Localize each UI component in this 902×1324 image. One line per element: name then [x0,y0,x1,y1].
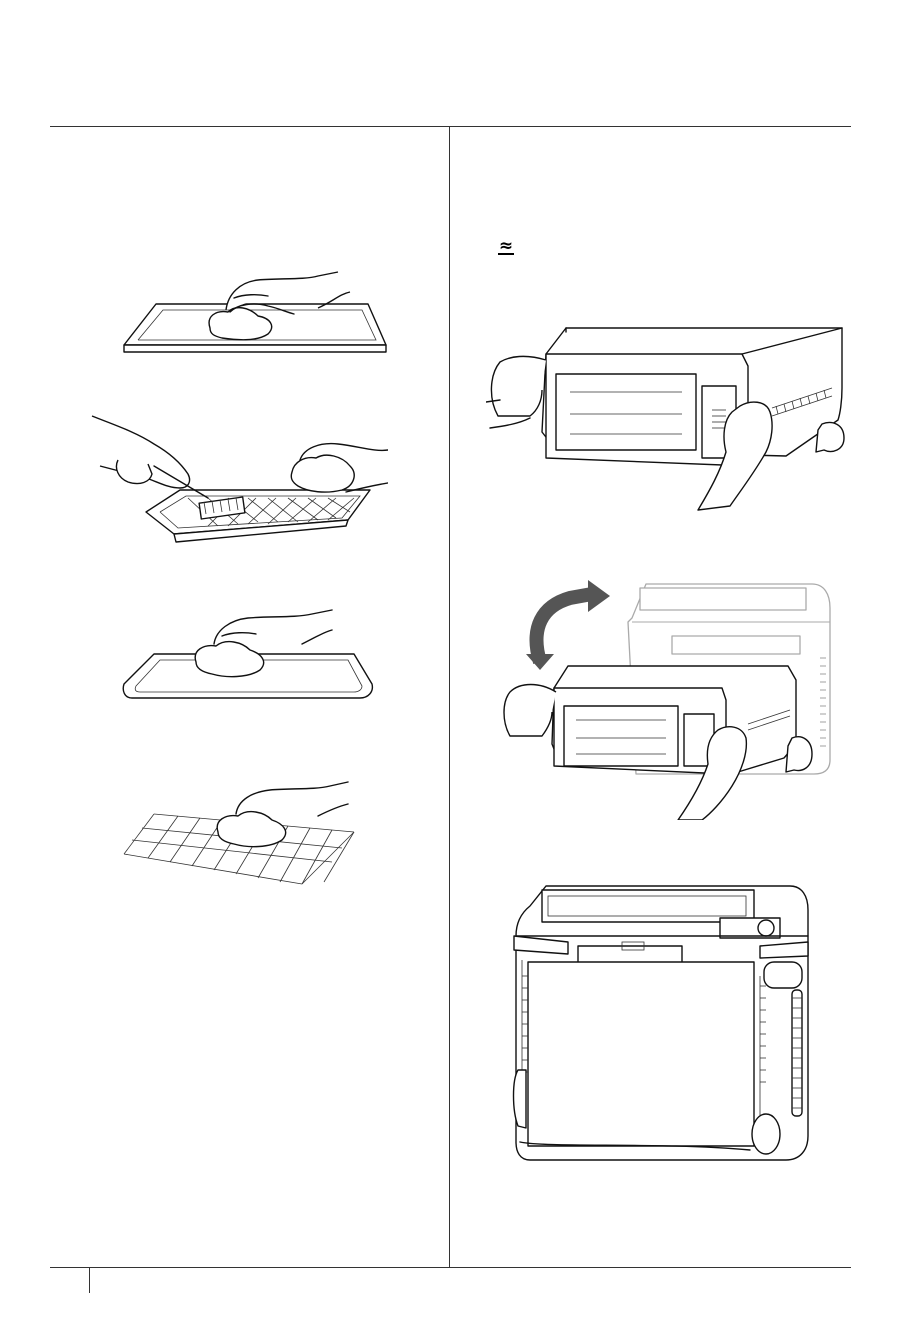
baking-pan-wiping-illustration [118,602,378,722]
oven-lifting-illustration [486,320,856,520]
sheet-pan-wiping-illustration [118,268,388,383]
column-divider [449,127,450,1268]
bottom-divider [50,1267,851,1268]
oven-stored-upright-illustration [510,880,810,1164]
top-divider [50,126,851,127]
wire-rack-wiping-illustration [118,778,368,888]
page-number-marker [89,1268,90,1293]
oven-flip-up-illustration [496,574,832,820]
air-fry-basket-brushing-illustration [88,408,388,556]
heat-waves-icon: ≈ [496,236,516,256]
